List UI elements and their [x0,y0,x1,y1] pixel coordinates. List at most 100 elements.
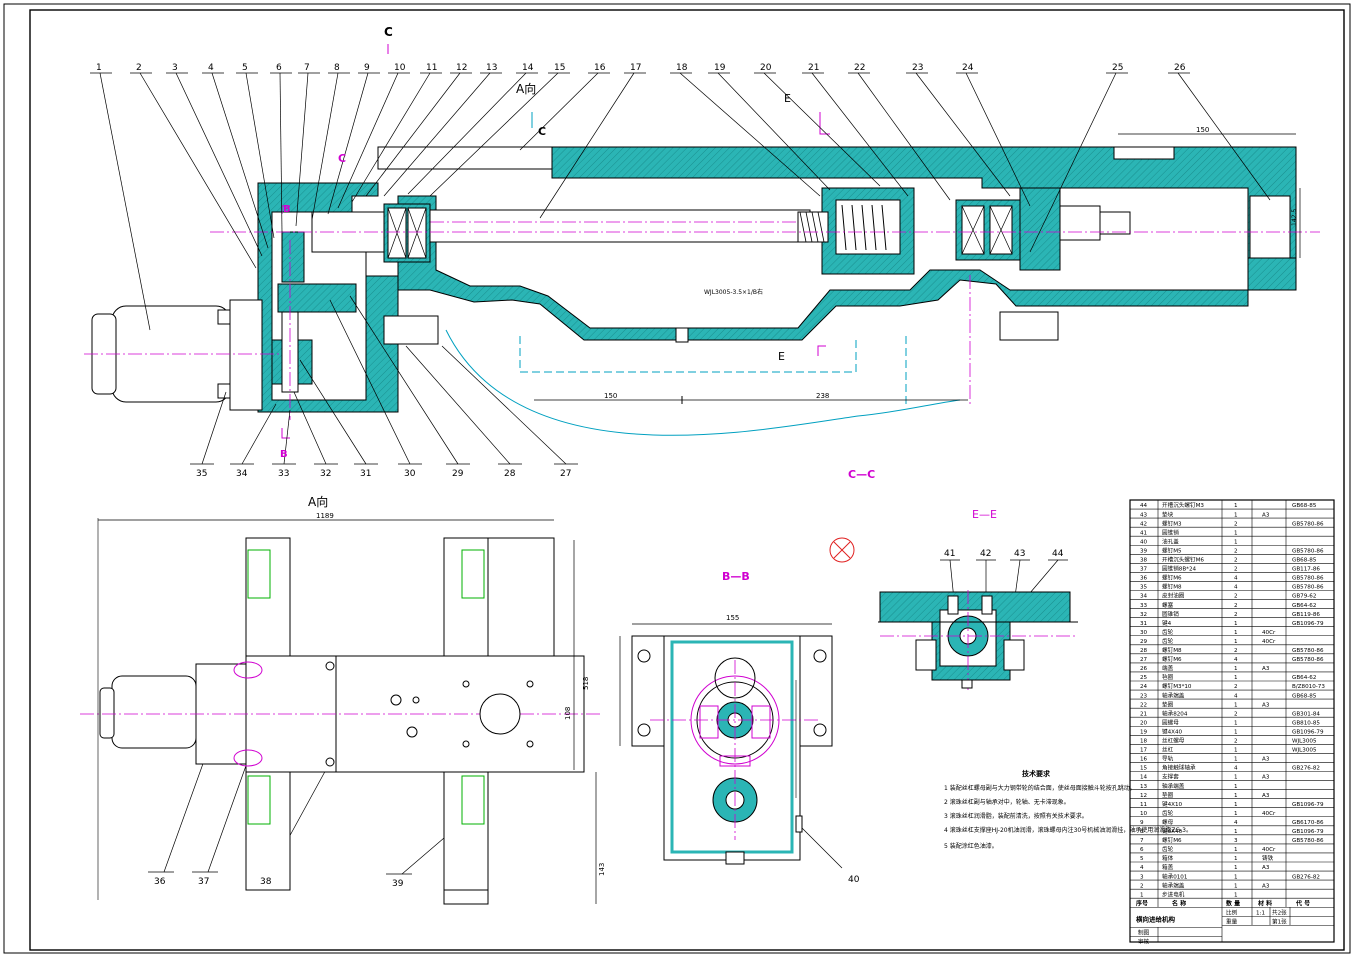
bom-cell-qty: 2 [1234,521,1238,527]
bom-cell-no: 4 [1140,865,1144,871]
bom-cell-name: 圆锥销 [1162,528,1179,536]
bom-cell-code: GB301-84 [1292,711,1320,717]
bom-cell-qty: 1 [1234,729,1238,735]
leader-line-34 [241,403,277,465]
part-number-43: 43 [1014,549,1025,559]
bom-cell-no: 19 [1140,729,1148,735]
label-e-top: E [784,92,791,105]
bom-cell-name: 轴承端盖 [1162,782,1185,790]
bom-cell-code: GB5780-86 [1292,838,1324,844]
bom-cell-qty: 1 [1234,874,1238,880]
bom-cell-no: 43 [1140,512,1148,518]
bom-cell-no: 3 [1140,874,1144,880]
bom-cell-no: 24 [1140,684,1148,690]
part-number-25: 25 [1112,63,1123,73]
title-block-weight-label: 重量 [1226,917,1238,925]
part-number-27: 27 [560,469,571,479]
part-number-19: 19 [714,63,726,73]
bom-cell-code: GB6170-86 [1292,820,1324,826]
bom-cell-code: GB68-85 [1292,693,1317,699]
bom-cell-qty: 1 [1234,883,1238,889]
bom-cell-no: 2 [1140,883,1144,889]
leader-line-6 [279,72,283,233]
bom-cell-qty: 3 [1234,838,1238,844]
bom-cell-material: A3 [1262,757,1270,763]
part-number-7: 7 [304,63,310,73]
bom-cell-no: 38 [1140,558,1148,564]
bom-cell-qty: 1 [1234,856,1238,862]
bom-cell-no: 34 [1140,594,1148,600]
bom-cell-qty: 1 [1234,748,1238,754]
part-number-10: 10 [394,63,406,73]
leader-line-10 [337,72,399,209]
bom-cell-qty: 1 [1234,784,1238,790]
bom-cell-name: 垫块 [1162,510,1174,518]
bom-cell-no: 13 [1140,784,1148,790]
leader-line-2 [139,72,257,269]
bom-cell-qty: 1 [1234,892,1238,898]
bom-cell-no: 9 [1140,820,1144,826]
bom-header-no: 序号 [1135,900,1148,908]
bom-cell-qty: 1 [1234,503,1238,509]
dim-142-5: 142.5 [1291,209,1298,226]
dim-155: 155 [726,614,739,622]
bom-cell-material: A3 [1262,775,1270,781]
part-number-15: 15 [554,63,565,73]
bom-cell-qty: 4 [1234,585,1238,591]
bom-cell-name: 端盖 [1162,664,1174,672]
dim-518: 518 [582,677,590,690]
bom-cell-qty: 2 [1234,684,1238,690]
leader-line-25 [1029,72,1117,253]
part-number-30: 30 [404,469,416,479]
bom-cell-qty: 1 [1234,720,1238,726]
title-block-title: 横向进给机构 [1136,914,1176,923]
leader-line-23 [915,72,1011,197]
bom-cell-material: A3 [1262,865,1270,871]
leader-line-29 [349,295,459,465]
part-number-40: 40 [848,875,860,885]
label-c-left: C [338,152,346,165]
bom-cell-material: A3 [1262,702,1270,708]
bom-cell-no: 17 [1140,748,1148,754]
bom-cell-no: 6 [1140,847,1144,853]
bom-cell-code: GB5780-86 [1292,548,1324,554]
leader-line-24 [965,72,1031,207]
bom-cell-no: 26 [1140,666,1148,672]
callout-screw-spec: WJL3005-3.5×1/B右 [704,288,763,296]
part-number-14: 14 [522,63,534,73]
dim-150-top: 150 [1196,126,1209,134]
bom-cell-no: 44 [1140,503,1148,509]
part-number-11: 11 [426,63,437,73]
part-number-32: 32 [320,469,331,479]
tech-req-title: 技术要求 [1022,769,1051,778]
part-number-37: 37 [198,877,209,887]
bom-cell-name: 圆螺母 [1162,718,1179,726]
bom-cell-code: GB68-85 [1292,558,1317,564]
bom-cell-name: 圆锥销8B*24 [1162,565,1197,573]
bom-cell-qty: 4 [1234,657,1238,663]
bom-cell-qty: 1 [1234,702,1238,708]
leader-line-19 [717,72,831,191]
bom-cell-material: A3 [1262,666,1270,672]
bom-cell-no: 32 [1140,612,1147,618]
label-a-direction: A向 [516,81,536,96]
part-number-20: 20 [760,63,772,73]
bom-cell-qty: 2 [1234,603,1238,609]
part-number-29: 29 [452,469,464,479]
bom-cell-no: 12 [1140,793,1147,799]
bom-cell-code: GB1096-79 [1292,802,1324,808]
bom-cell-no: 15 [1140,766,1148,772]
bom-cell-no: 31 [1140,621,1148,627]
leader-line-27 [441,345,567,465]
bom-cell-no: 36 [1140,576,1148,582]
title-block-scale-label: 比例 [1226,908,1238,916]
bom-cell-name: 箱体 [1162,854,1174,862]
leader-line-20 [763,72,881,187]
bom-cell-code: GB79-62 [1292,594,1316,600]
part-number-9: 9 [364,63,370,73]
bom-cell-qty: 1 [1234,675,1238,681]
leader-line-1 [99,72,151,331]
bom-cell-name: 箱盖 [1162,863,1174,871]
